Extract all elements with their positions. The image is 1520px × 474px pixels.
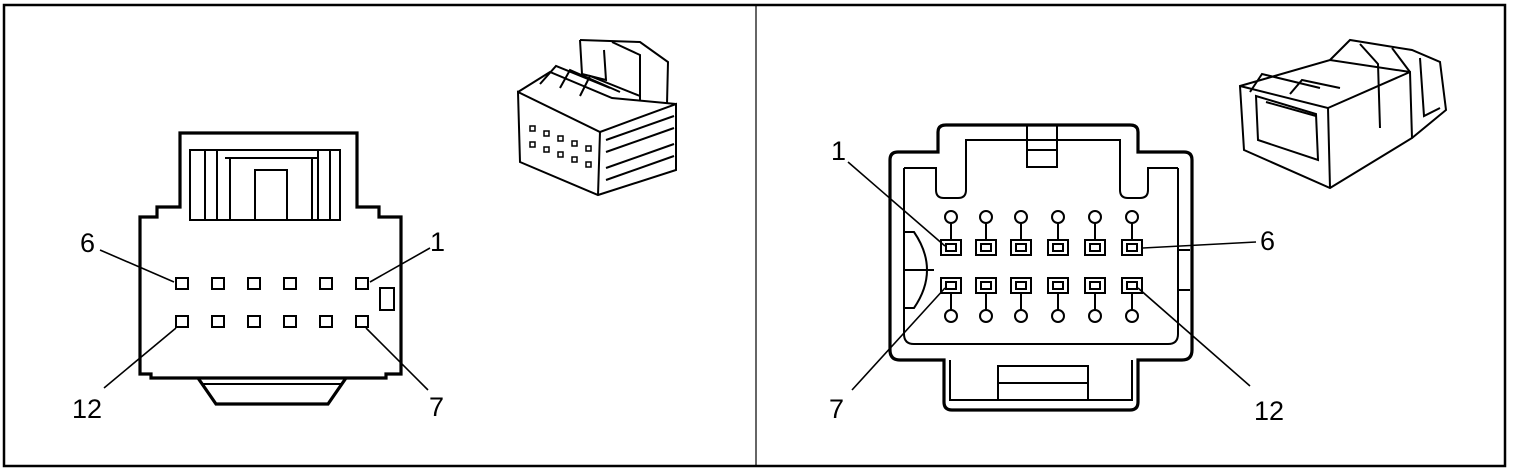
left-pin-1: [355, 277, 369, 290]
right-pin-4: [1047, 210, 1069, 256]
left-connector-body: [138, 131, 403, 406]
left-label-pin-6: 6: [80, 228, 95, 258]
left-panel: 6 1 12 7: [72, 39, 677, 424]
right-connector-thumbnail: [1238, 38, 1448, 190]
right-pin-1: [940, 210, 962, 256]
right-pin-2: [975, 210, 997, 256]
right-pin-row-top: [940, 210, 1143, 256]
left-pin-4: [247, 277, 261, 290]
left-label-pin-1: 1: [430, 227, 445, 257]
left-leader-lines: [99, 247, 431, 391]
left-pin-8: [319, 315, 333, 328]
left-pin-7: [355, 315, 369, 328]
right-pin-10: [1047, 277, 1069, 323]
right-label-pin-6: 6: [1260, 226, 1275, 256]
right-pin-8: [975, 277, 997, 323]
left-pin-2: [319, 277, 333, 290]
right-label-pin-7: 7: [829, 394, 844, 424]
right-pin-row-bottom: [940, 277, 1143, 323]
left-connector-thumbnail: [516, 39, 677, 197]
right-pin-11: [1084, 277, 1106, 323]
right-label-pin-12: 12: [1254, 396, 1284, 426]
right-pin-9: [1010, 277, 1032, 323]
left-label-pin-12: 12: [72, 394, 102, 424]
right-connector-body: [888, 123, 1194, 412]
right-panel: 1 6 7 12: [829, 38, 1448, 426]
left-pin-6: [175, 277, 189, 290]
right-label-pin-1: 1: [831, 136, 846, 166]
right-pin-12: [1121, 277, 1143, 323]
left-pin-9: [283, 315, 297, 328]
right-pin-7: [940, 277, 962, 323]
left-label-pin-7: 7: [429, 392, 444, 422]
left-pin-row-top: [175, 277, 369, 290]
right-pin-6: [1121, 210, 1143, 256]
left-pin-10: [247, 315, 261, 328]
right-pin-5: [1084, 210, 1106, 256]
left-pin-5: [211, 277, 225, 290]
left-pin-12: [175, 315, 189, 328]
right-pin-3: [1010, 210, 1032, 256]
right-leader-lines: [847, 161, 1257, 391]
left-pin-11: [211, 315, 225, 328]
left-pin-3: [283, 277, 297, 290]
left-pin-row-bottom: [175, 315, 369, 328]
